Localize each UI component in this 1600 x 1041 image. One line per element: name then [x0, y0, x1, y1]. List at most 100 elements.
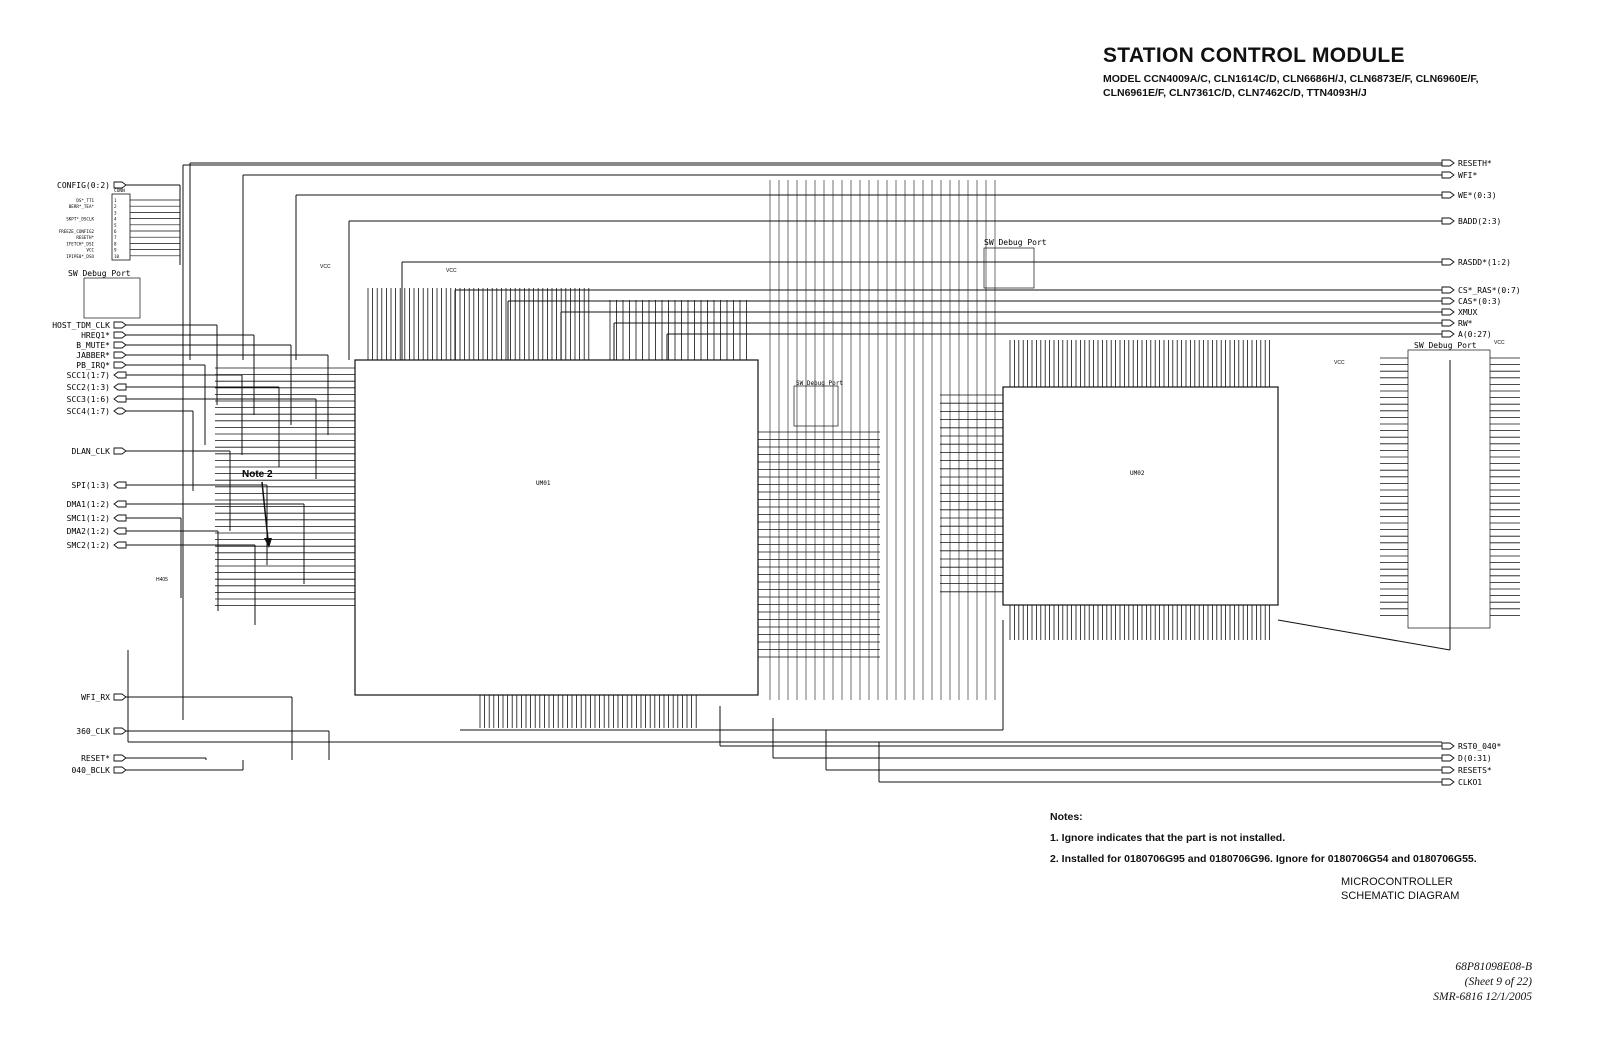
- left-port-label: WFI_RX: [81, 693, 110, 702]
- header-pin-number: 2: [114, 204, 117, 209]
- chip-um01: [354, 359, 759, 696]
- connector-arrow-icon: [113, 331, 127, 339]
- left-port-label: SPI(1:3): [71, 481, 110, 490]
- left-port: DMA1(1:2): [67, 500, 127, 509]
- left-port: 360_CLK: [76, 727, 127, 736]
- right-port-label: CS*_RAS*(0:7): [1458, 286, 1521, 295]
- connector-arrow-icon: [113, 383, 127, 391]
- header-pin-number: 9: [114, 248, 117, 253]
- right-port: WFI*: [1441, 171, 1477, 180]
- debug-port-label: SW Debug Port: [68, 269, 131, 278]
- caption-line: SCHEMATIC DIAGRAM: [1341, 890, 1460, 902]
- connector-arrow-icon: [113, 321, 127, 329]
- left-port: DLAN_CLK: [71, 447, 127, 456]
- connector-arrow-icon: [113, 361, 127, 369]
- connector-arrow-icon: [1441, 330, 1455, 338]
- connector-arrow-icon: [113, 527, 127, 535]
- left-port-label: HOST_TDM_CLK: [52, 321, 110, 330]
- note2-label: Note 2: [242, 469, 273, 480]
- connector-arrow-icon: [113, 500, 127, 508]
- left-port: SPI(1:3): [71, 481, 127, 490]
- vcc-label: VCC: [1494, 340, 1505, 346]
- model-line: MODEL CCN4009A/C, CLN1614C/D, CLN6686H/J…: [1103, 73, 1479, 85]
- left-port: SMC1(1:2): [67, 514, 127, 523]
- left-port-label: PB_IRQ*: [76, 361, 110, 370]
- header-pin-signal: DS*_TT1: [76, 198, 94, 203]
- chips: UM01 UM02: [354, 359, 1279, 696]
- left-port: SMC2(1:2): [67, 541, 127, 550]
- right-port-label: D(0:31): [1458, 754, 1492, 763]
- left-port: SCC4(1:7): [67, 407, 127, 416]
- right-port-label: A(0:27): [1458, 330, 1492, 339]
- config-header-ref: CONN: [114, 188, 125, 194]
- left-port: RESET*: [81, 754, 127, 763]
- left-port: JABBER*: [76, 351, 127, 360]
- right-port: CS*_RAS*(0:7): [1441, 286, 1521, 295]
- vcc-label: VCC: [446, 268, 457, 274]
- right-port-label: CLKO1: [1458, 778, 1482, 787]
- right-port: RESETH*: [1441, 159, 1492, 168]
- connector-arrow-icon: [1441, 286, 1455, 294]
- left-port-label: DMA2(1:2): [67, 527, 110, 536]
- note2-arrow: [261, 481, 269, 541]
- header-pin-number: 1: [114, 198, 117, 203]
- debug-port-label: SW Debug Port: [984, 238, 1047, 247]
- left-port: HREQ1*: [81, 331, 127, 340]
- notes-heading: Notes:: [1050, 811, 1083, 823]
- right-port-label: XMUX: [1458, 308, 1477, 317]
- left-port: PB_IRQ*: [76, 361, 127, 370]
- connector-arrow-icon: [113, 395, 127, 403]
- left-port-label: 040_BCLK: [71, 766, 110, 775]
- connector-arrow-icon: [1441, 742, 1455, 750]
- left-port-label: SMC1(1:2): [67, 514, 110, 523]
- header-pin-number: 5: [114, 223, 117, 228]
- note2-marker: Note 2: [242, 469, 273, 548]
- left-port: SCC1(1:7): [67, 371, 127, 380]
- sheet-number: (Sheet 9 of 22): [1464, 976, 1532, 988]
- left-port-label: SCC1(1:7): [67, 371, 110, 380]
- header-pin-number: 10: [114, 254, 120, 259]
- left-port: B_MUTE*: [76, 341, 127, 350]
- connector-arrow-icon: [1441, 258, 1455, 266]
- right-port-label: RESETH*: [1458, 159, 1492, 168]
- debug-port-box: [83, 277, 141, 319]
- arrowhead-icon: [264, 538, 272, 548]
- connector-arrow-icon: [1441, 217, 1455, 225]
- debug-ports: SW Debug Port SW Debug Port SW Debug Por…: [68, 238, 1491, 629]
- connector-arrow-icon: [113, 341, 127, 349]
- vcc-label: VCC: [320, 264, 331, 270]
- left-port-label: DLAN_CLK: [71, 447, 110, 456]
- debug-port-box: [983, 247, 1035, 289]
- header-pin-number: 8: [114, 241, 117, 246]
- left-port-label: HREQ1*: [81, 331, 110, 340]
- header-pin-signal: SKPT*_DSCLK: [66, 217, 94, 222]
- connector-arrow-icon: [113, 541, 127, 549]
- note-item: 1. Ignore indicates that the part is not…: [1050, 832, 1286, 844]
- left-port: DMA2(1:2): [67, 527, 127, 536]
- connector-arrow-icon: [1441, 766, 1455, 774]
- header-pin-number: 3: [114, 210, 117, 215]
- connector-arrow-icon: [1441, 319, 1455, 327]
- chip-um02-label: UM02: [1130, 470, 1145, 477]
- notes: Notes: 1. Ignore indicates that the part…: [1050, 807, 1477, 870]
- document-ref-date: SMR-6816 12/1/2005: [1433, 991, 1532, 1003]
- connector-arrow-icon: [113, 514, 127, 522]
- left-port-label: 360_CLK: [76, 727, 110, 736]
- document-number: 68P81098E08-B: [1455, 961, 1532, 973]
- left-port: CONFIG(0:2): [57, 181, 127, 190]
- header-pin-signal: VCC: [86, 248, 94, 253]
- right-port: A(0:27): [1441, 330, 1492, 339]
- connector-arrow-icon: [1441, 171, 1455, 179]
- left-port-label: RESET*: [81, 754, 110, 763]
- debug-port-label: SW Debug Port: [1414, 341, 1477, 350]
- right-port: RASDD*(1:2): [1441, 258, 1511, 267]
- left-port-label: DMA1(1:2): [67, 500, 110, 509]
- connector-arrow-icon: [1441, 297, 1455, 305]
- header-pin-number: 7: [114, 235, 117, 240]
- left-port-label: JABBER*: [76, 351, 110, 360]
- vcc-label: VCC: [1334, 360, 1345, 366]
- h405-label: H405: [156, 577, 168, 583]
- connector-arrow-icon: [113, 371, 127, 379]
